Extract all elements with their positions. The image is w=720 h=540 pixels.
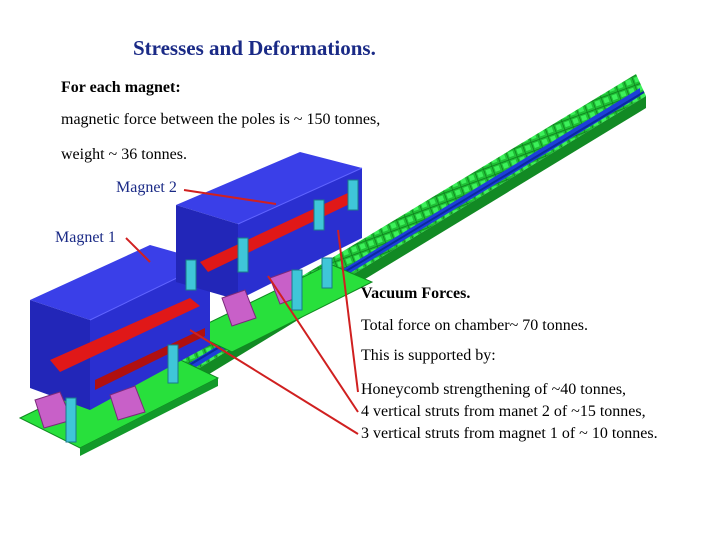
magnet-force-text: magnetic force between the poles is ~ 15… [61,111,381,128]
strut-magnet1-pointer [189,329,359,435]
magnet-weight-text: weight ~ 36 tonnes. [61,146,187,163]
honeycomb-pointer [337,229,359,393]
page-title: Stresses and Deformations. [133,36,376,60]
magnet-1-pointer [125,237,151,263]
magnet-2-label: Magnet 2 [116,179,177,196]
magnet-info-heading: For each magnet: [61,79,181,96]
magnet-1-label: Magnet 1 [55,229,116,246]
vertical-struts [65,179,359,443]
vacuum-forces-heading: Vacuum Forces. [361,285,471,302]
strut-magnet2-pointer [267,275,359,413]
magnet-2-struts-text: 4 vertical struts from manet 2 of ~15 to… [361,403,646,420]
pointer-lines [125,189,359,435]
vacuum-total-force: Total force on chamber~ 70 tonnes. [361,317,589,334]
magnet-1-struts-text: 3 vertical struts from magnet 1 of ~ 10 … [361,425,658,442]
vacuum-supported-by: This is supported by: [361,347,496,364]
magnet-1-body [30,245,211,410]
honeycomb-support-text: Honeycomb strengthening of ~40 tonnes, [361,381,627,398]
magnet-2-pointer [183,189,277,205]
